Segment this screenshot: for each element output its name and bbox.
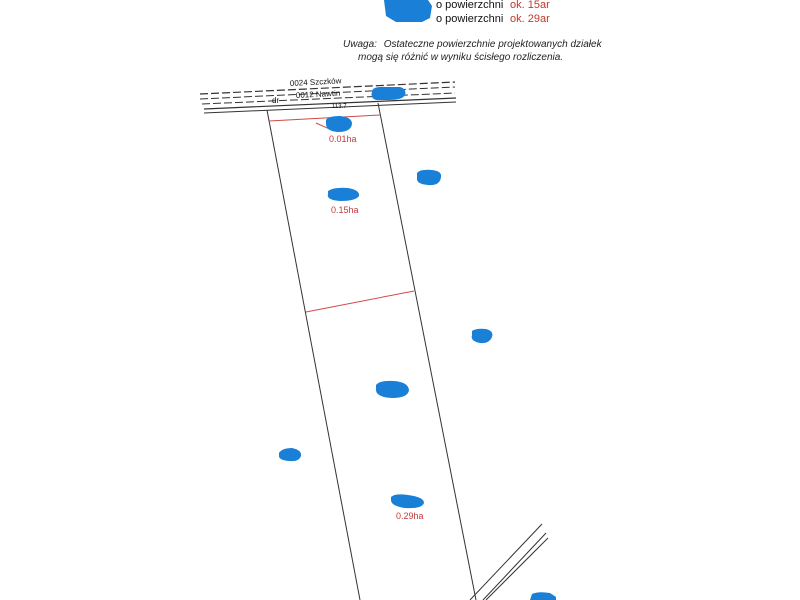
road-small-mark: dr: [272, 96, 279, 105]
road-tick: 113.7: [332, 104, 347, 110]
diag-line-2: [482, 532, 547, 600]
area-label-1: 0.01ha: [329, 134, 357, 144]
note-line-2: mogą się różnić w wyniku ścisłego rozlic…: [358, 52, 563, 63]
redaction-3: [416, 169, 442, 186]
bottom-right-lines: [469, 523, 549, 600]
road-label-bottom: 0012 Nawtin: [296, 89, 341, 100]
area-label-3: 0.29ha: [396, 511, 424, 521]
note-label: Uwaga:: [343, 39, 377, 50]
redactions: [278, 86, 556, 600]
legend: o powierzchni ok. 15ar o powierzchni ok.…: [384, 0, 550, 25]
redaction-1: [326, 116, 352, 132]
redaction-8: [530, 592, 556, 600]
legend-redaction: [384, 0, 432, 22]
redaction-7: [391, 494, 424, 509]
road-line-5: [203, 101, 457, 114]
legend-row-2: o powierzchni ok. 29ar: [436, 13, 550, 25]
parcel-left-edge: [266, 109, 361, 600]
redaction-road: [371, 86, 406, 100]
redaction-6: [278, 448, 302, 462]
redaction-4: [471, 328, 493, 344]
diag-line-3: [485, 537, 549, 600]
diag-line-1: [469, 523, 543, 600]
red-boundary-middle: [305, 290, 415, 313]
legend-row-1-prefix: o powierzchni: [436, 0, 503, 11]
redaction-2: [327, 187, 360, 201]
legend-row-1: o powierzchni ok. 15ar: [436, 0, 550, 11]
legend-row-2-prefix: o powierzchni: [436, 13, 503, 25]
note: Uwaga: Ostateczne powierzchnie projektow…: [343, 39, 603, 63]
redaction-5: [376, 380, 409, 398]
road-line-4: [203, 97, 457, 110]
legend-row-1-value: ok. 15ar: [510, 0, 550, 11]
note-line-1: Ostateczne powierzchnie projektowanych d…: [384, 39, 603, 50]
road: [199, 81, 457, 114]
road-line-2: [199, 86, 456, 100]
svg-text:Uwaga: Ostateczne powier: Uwaga: Ostateczne powierzchnie projektow…: [343, 39, 603, 50]
road-line-3: [201, 92, 456, 105]
road-label-top: 0024 Szczków: [290, 76, 342, 88]
red-boundary-top: [268, 114, 381, 122]
road-line-1: [199, 81, 456, 95]
parcel-outline: [266, 102, 477, 600]
area-label-2: 0.15ha: [331, 205, 359, 215]
parcel-right-edge: [377, 102, 477, 600]
legend-row-2-value: ok. 29ar: [510, 13, 550, 25]
